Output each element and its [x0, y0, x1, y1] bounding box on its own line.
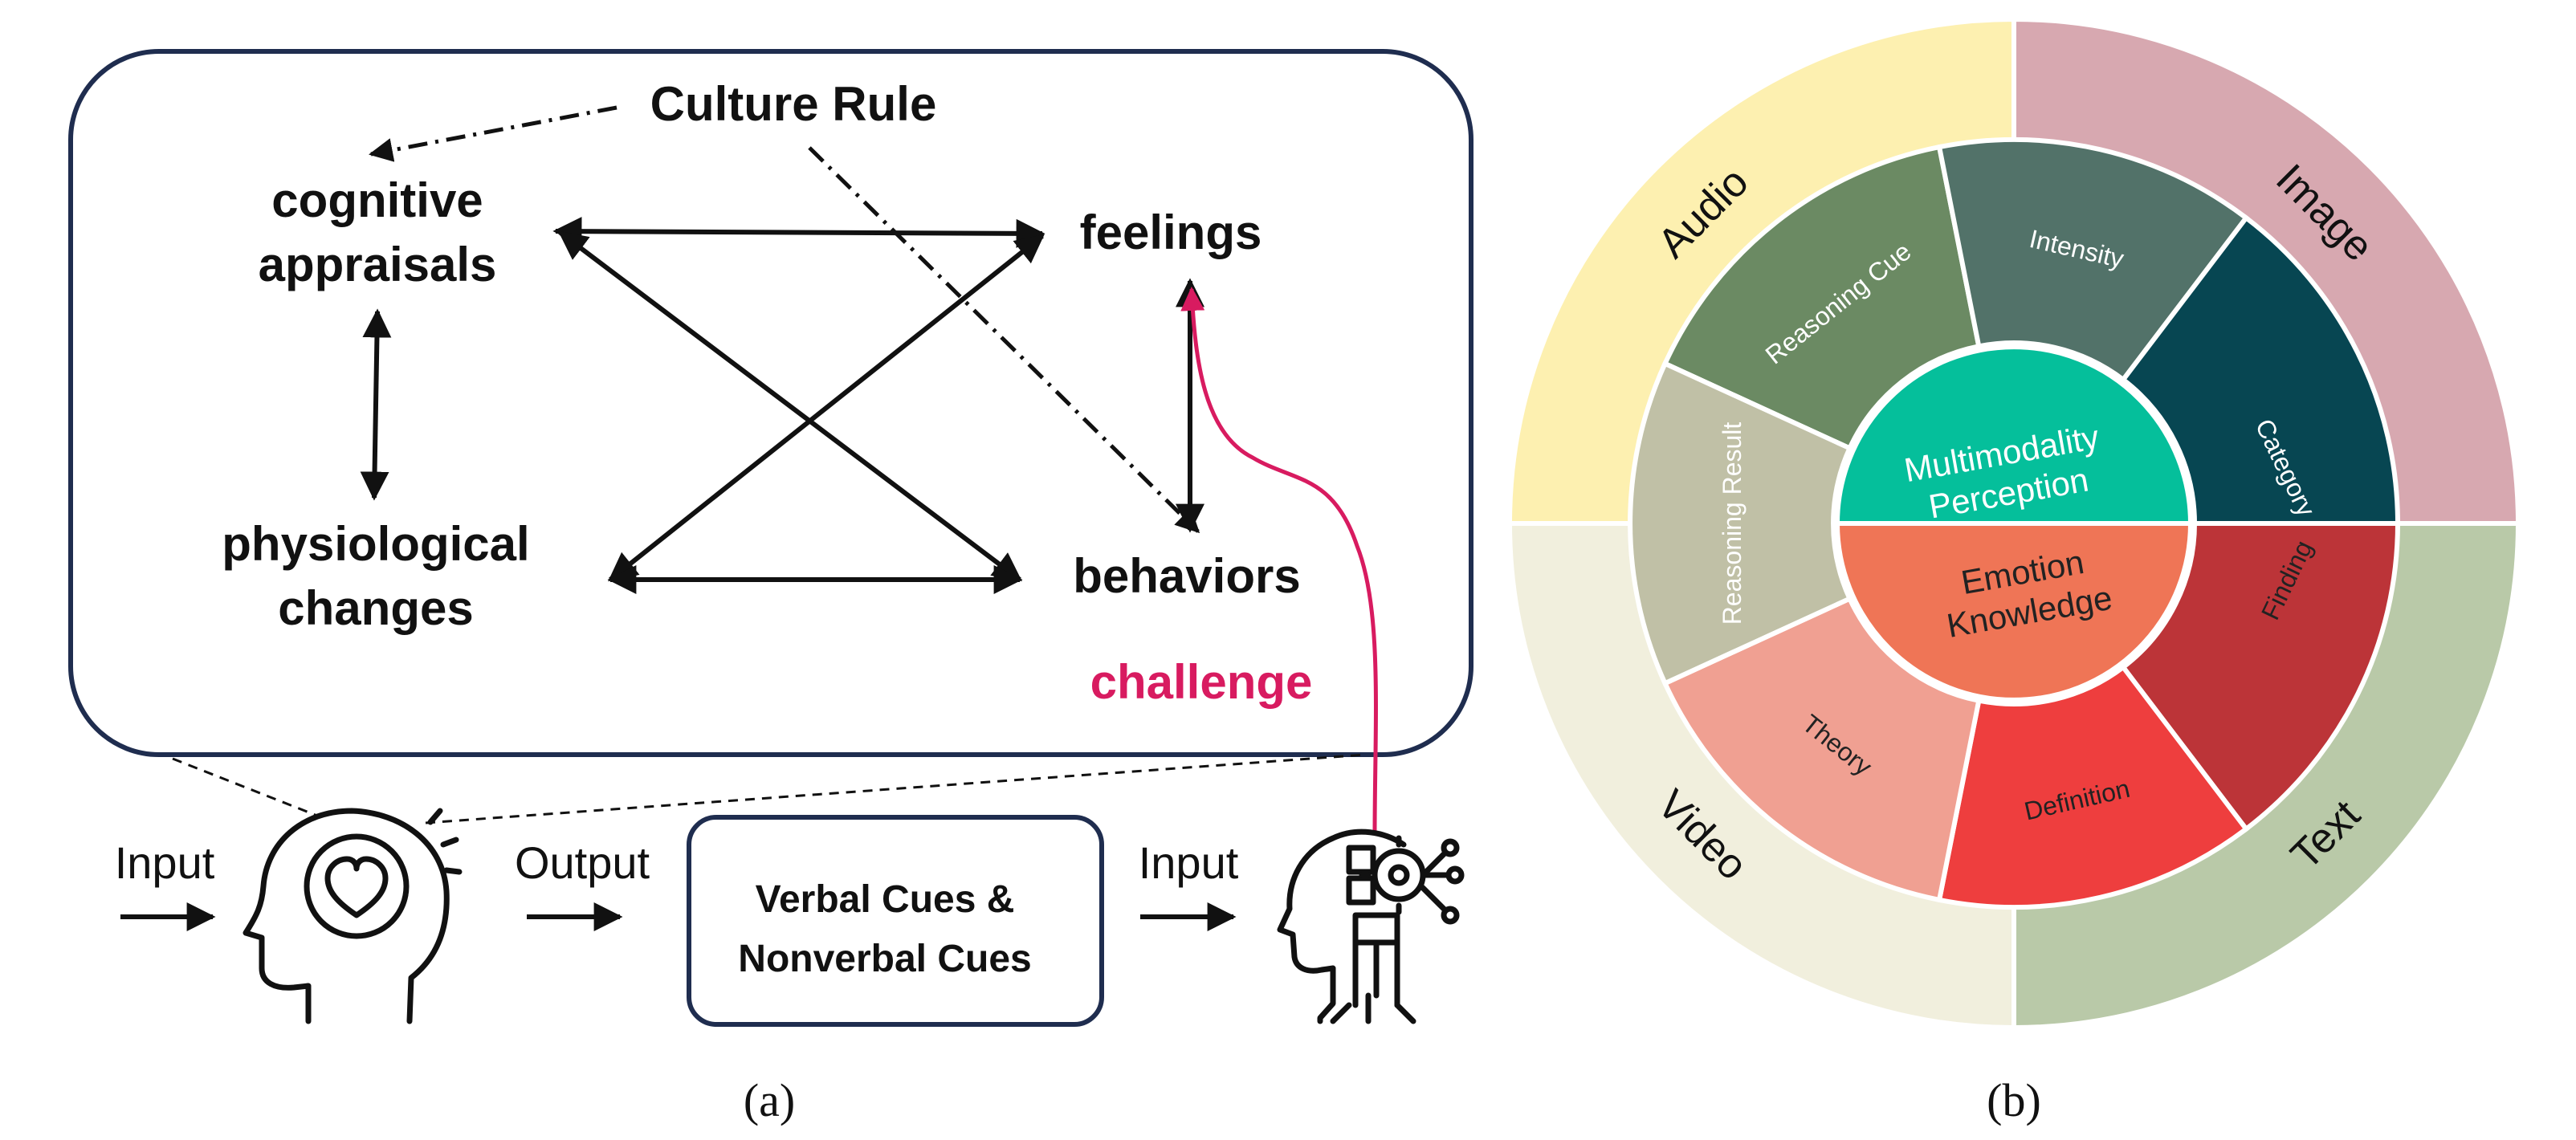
middle-segment-finding: [2119, 521, 2401, 833]
middle-segment-reasoning-result: [1628, 360, 1853, 687]
cues-box: [687, 815, 1104, 1027]
panel-b: Multimodality Perception Emotion Knowled…: [1506, 16, 2521, 1031]
cognitive-appraisals-label-line1: cognitive: [271, 173, 483, 227]
middle-segment-reasoning-cue: [1661, 144, 1982, 452]
input-right-label: Input: [1139, 837, 1239, 888]
emotion-process-box: [68, 49, 1473, 757]
challenge-label: challenge: [1090, 655, 1313, 709]
behaviors-label: behaviors: [1073, 549, 1300, 603]
arrow-culture-to-cognitive: [369, 105, 618, 162]
feelings-label: feelings: [1080, 206, 1262, 259]
cognitive-appraisals-label-line2: appraisals: [259, 238, 497, 291]
cues-label-line1: Verbal Cues &: [756, 878, 1015, 921]
dashed-connector-left: [172, 757, 322, 819]
arrow-cognitive-physiological: [360, 308, 392, 501]
input-left-label: Input: [115, 837, 215, 888]
middle-segment-category: [2119, 214, 2401, 526]
challenge-arrow: [1180, 287, 1378, 836]
inner-segment-knowledge: [1834, 521, 2194, 702]
arrow-feelings-physiological: [608, 234, 1045, 582]
caption-a: (a): [744, 1074, 795, 1126]
cues-label-line2: Nonverbal Cues: [738, 938, 1031, 980]
middle-segment-intensity: [1936, 137, 2250, 384]
arrow-cognitive-feelings: [552, 217, 1045, 248]
dashed-connector-right: [425, 753, 1366, 824]
caption-b: (b): [1987, 1074, 2041, 1126]
middle-segment-definition: [1936, 663, 2250, 910]
human-head-heart-icon: [243, 808, 463, 1024]
panel-a: Culture Rule cognitive appraisals feelin…: [68, 49, 1473, 1126]
inner-segment-perception: [1834, 344, 2194, 526]
physiological-changes-label-line1: physiological: [222, 517, 529, 571]
reasoning-result-label: Reasoning Result: [1718, 422, 1747, 625]
physiological-changes-label-line2: changes: [278, 581, 473, 635]
output-label: Output: [515, 837, 650, 888]
ai-robot-head-icon: [1277, 829, 1465, 1024]
culture-rule-label: Culture Rule: [650, 77, 937, 131]
middle-segment-theory: [1661, 595, 1982, 903]
